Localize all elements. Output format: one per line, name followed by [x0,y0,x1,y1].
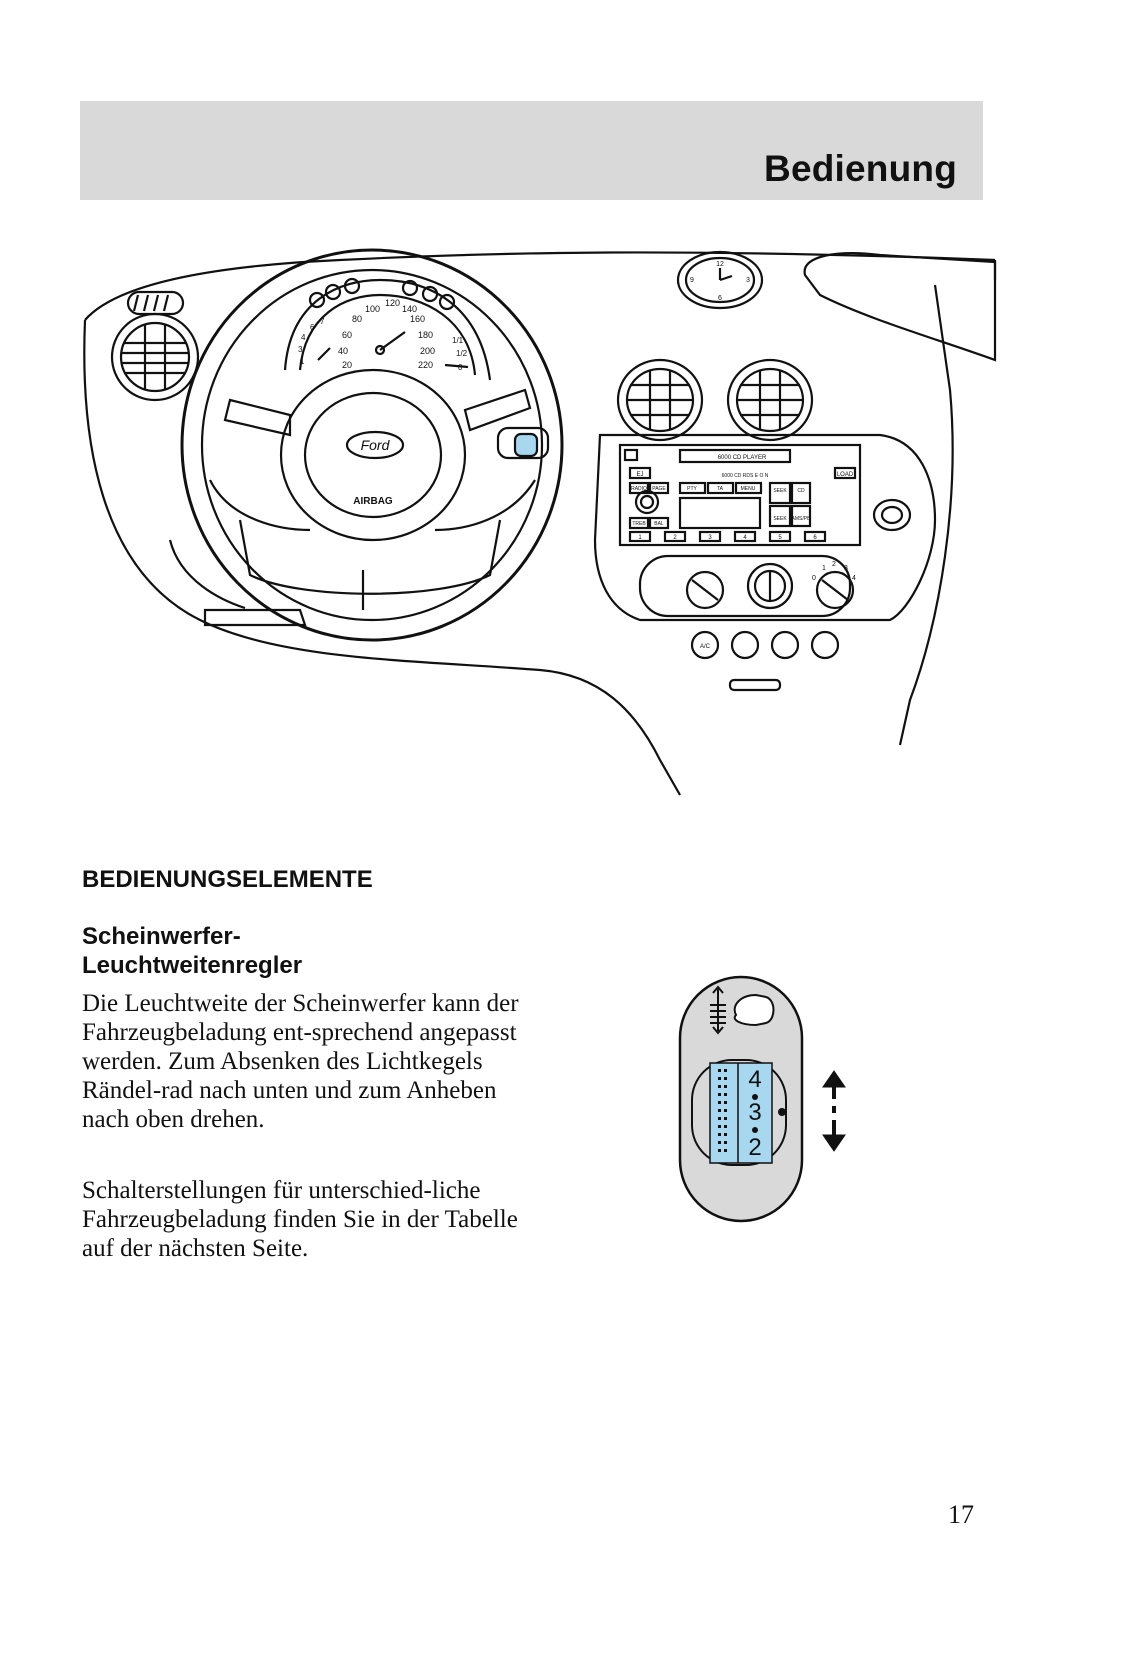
svg-text:6000 CD PLAYER: 6000 CD PLAYER [718,455,767,461]
sub-heading-line2: Leuchtweitenregler [82,952,303,979]
clock: 12 3 6 9 [676,250,764,310]
svg-text:1/2: 1/2 [456,349,468,358]
speedo-label-100: 100 [365,304,380,314]
svg-text:160: 160 [410,314,425,324]
svg-text:EJ: EJ [636,472,643,478]
svg-text:120: 120 [385,298,400,308]
svg-text:PAGE: PAGE [652,486,666,492]
thumbwheel[interactable]: 4 3 2 [709,1062,773,1164]
sub-heading-line1: Scheinwerfer- [82,923,241,950]
svg-text:PTY: PTY [687,486,697,492]
svg-text:BAL: BAL [654,521,664,527]
svg-text:1/1: 1/1 [452,336,464,345]
svg-text:220: 220 [418,360,433,370]
switch-position-2: 2 [748,1134,761,1161]
dashboard-illustration: 100 120 140 80 160 60 180 40 200 20 220 … [83,248,997,796]
svg-text:TA: TA [717,486,724,492]
svg-text:RADIO: RADIO [631,486,647,492]
paragraph-table-reference: Schalterstellungen für unterschied-liche… [82,1177,518,1262]
ford-logo: Ford [361,437,391,453]
switch-position-3: 3 [748,1099,761,1126]
svg-text:180: 180 [418,330,433,340]
svg-text:5: 5 [778,535,782,541]
svg-text:2: 2 [832,561,836,568]
svg-text:7: 7 [320,317,325,326]
svg-text:6: 6 [310,323,315,332]
svg-text:80: 80 [352,314,362,324]
svg-text:3: 3 [746,277,750,284]
left-air-vent [110,290,200,402]
headlamp-levelling-switch: 4 3 2 [678,975,846,1223]
svg-text:AMS/PB: AMS/PB [792,516,812,522]
svg-text:0: 0 [812,575,816,582]
svg-text:6000 CD RDS E O N: 6000 CD RDS E O N [722,473,769,479]
svg-text:TREB: TREB [632,521,646,527]
svg-text:12: 12 [716,261,724,268]
page-number: 17 [948,1500,974,1529]
svg-text:9: 9 [690,277,694,284]
svg-text:0: 0 [458,363,463,372]
headlamp-levelling-icon [710,985,775,1035]
centre-air-vents [616,358,814,442]
svg-text:4: 4 [743,535,747,541]
svg-text:LOAD: LOAD [837,472,854,478]
svg-text:3: 3 [708,535,712,541]
svg-text:CD: CD [797,488,805,494]
svg-text:1: 1 [822,565,826,572]
svg-text:3: 3 [298,345,303,354]
svg-text:20: 20 [342,360,352,370]
svg-text:4: 4 [852,575,856,582]
chapter-header-bar: Bedienung [80,101,983,200]
position-marker [778,1108,786,1116]
svg-text:200: 200 [420,346,435,356]
switch-position-4: 4 [748,1066,761,1093]
svg-text:1: 1 [300,357,305,366]
svg-text:4: 4 [301,333,306,342]
svg-text:2: 2 [673,535,677,541]
svg-text:SEEK: SEEK [773,516,787,522]
chapter-title: Bedienung [764,148,957,189]
svg-text:1: 1 [638,535,642,541]
svg-text:3: 3 [844,565,848,572]
sub-heading: Scheinwerfer- Leuchtweitenregler [82,922,502,980]
section-heading: BEDIENUNGSELEMENTE [82,866,373,893]
svg-text:60: 60 [342,330,352,340]
up-down-arrow-icon [822,1070,846,1152]
svg-text:SEEK: SEEK [773,488,787,494]
svg-text:40: 40 [338,346,348,356]
radio-unit: 6000 CD PLAYER EJ LOAD 6000 CD RDS E O N… [618,443,862,547]
svg-text:MENU: MENU [741,486,756,492]
climate-controls: 1 2 3 0 4 A/C [638,554,856,692]
svg-text:6: 6 [813,535,817,541]
steering-wheel: 100 120 140 80 160 60 180 40 200 20 220 … [180,248,564,642]
airbag-label: AIRBAG [353,496,393,507]
svg-text:6: 6 [718,295,722,302]
svg-text:140: 140 [402,304,417,314]
svg-text:A/C: A/C [700,644,711,650]
paragraph-adjustment: Die Leuchtweite der Scheinwerfer kann de… [82,990,519,1133]
